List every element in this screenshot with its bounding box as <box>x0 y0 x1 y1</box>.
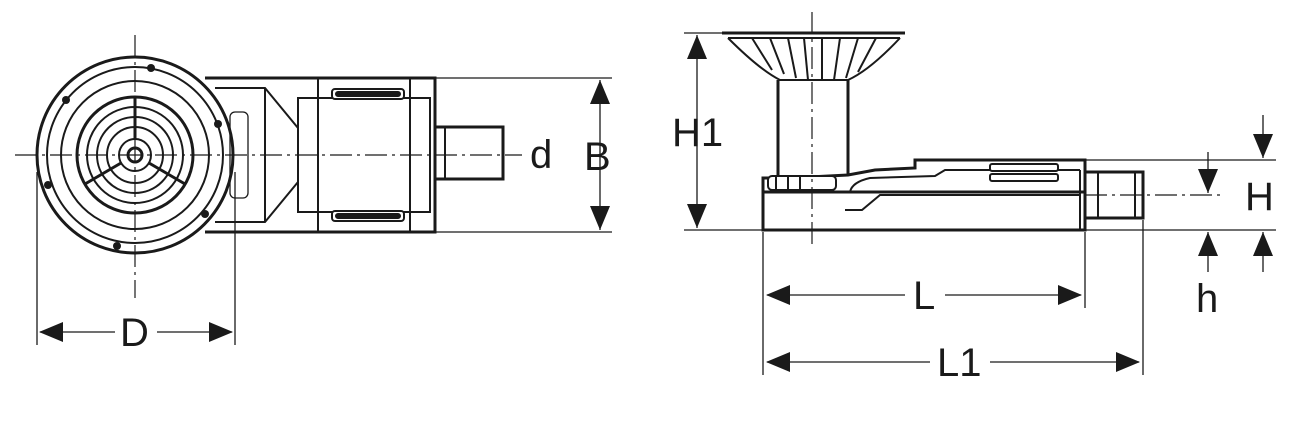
dimension-h: H <box>1245 115 1274 272</box>
dimension-l: L <box>766 274 1082 318</box>
label-h-small: h <box>1196 277 1218 321</box>
label-h: H <box>1245 175 1274 219</box>
dimension-b: B <box>584 80 611 230</box>
grate-head <box>722 31 905 175</box>
label-l1: L1 <box>937 341 982 385</box>
dimension-d: D <box>36 172 236 355</box>
label-l: L <box>913 274 935 318</box>
label-d-small: d <box>530 133 552 177</box>
dimension-h-small: h <box>1196 152 1218 321</box>
dimension-d-small: d <box>530 133 552 177</box>
label-h1: H1 <box>672 111 723 155</box>
dimension-h1: H1 <box>672 35 723 228</box>
label-b: B <box>584 135 611 179</box>
label-d: D <box>120 311 149 355</box>
side-view: H1 H h L <box>672 12 1276 385</box>
top-view: B d D <box>15 35 612 355</box>
dimension-l1: L1 <box>766 341 1140 385</box>
drain-body-top <box>205 76 505 234</box>
